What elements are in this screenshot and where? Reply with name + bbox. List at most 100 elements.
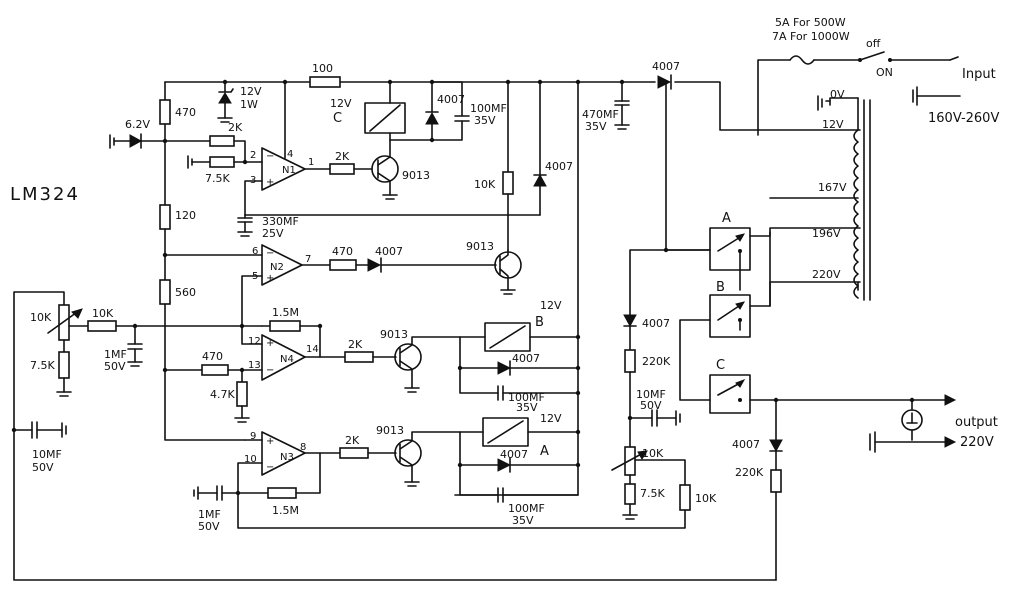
svg-text:35V: 35V: [516, 401, 538, 414]
svg-text:12V: 12V: [540, 412, 562, 425]
svg-text:1W: 1W: [240, 98, 258, 111]
svg-text:+: +: [266, 177, 274, 188]
cap-470mf: 470MF 35V: [582, 81, 630, 133]
svg-text:50V: 50V: [640, 399, 662, 412]
svg-text:196V: 196V: [812, 227, 841, 240]
svg-text:50V: 50V: [104, 360, 126, 373]
svg-text:+: +: [266, 338, 274, 349]
svg-text:220V: 220V: [812, 268, 841, 281]
svg-text:35V: 35V: [474, 114, 496, 127]
svg-text:100MF: 100MF: [508, 391, 545, 404]
svg-text:10K: 10K: [642, 447, 664, 460]
svg-text:50V: 50V: [198, 520, 220, 533]
svg-text:100: 100: [312, 62, 333, 75]
svg-text:14: 14: [306, 344, 319, 355]
svg-text:1MF: 1MF: [104, 348, 127, 361]
zener-6v2: 6.2V: [109, 118, 166, 149]
top-rail: [164, 81, 861, 131]
svg-text:7: 7: [305, 254, 311, 265]
transistor-n4: 9013: [380, 328, 461, 393]
svg-text:10K: 10K: [695, 492, 717, 505]
svg-text:100MF: 100MF: [508, 502, 545, 515]
chip-title: LM324: [10, 184, 80, 205]
svg-text:9013: 9013: [380, 328, 408, 341]
svg-text:220K: 220K: [735, 466, 764, 479]
svg-text:12V: 12V: [540, 299, 562, 312]
opamp-n4: N4 + − 12 13 14 1.5M 470 4.7K 2K: [164, 306, 397, 423]
svg-text:10MF: 10MF: [636, 388, 666, 401]
svg-text:220K: 220K: [642, 355, 671, 368]
svg-text:4: 4: [287, 149, 293, 160]
svg-text:470: 470: [175, 106, 196, 119]
svg-text:off: off: [866, 37, 881, 50]
relay-b-coil: 12V B 4007 100MF 35V: [459, 299, 579, 414]
svg-text:N4: N4: [280, 354, 294, 365]
relay-c-coil: 12V C 4007 100MF 35V: [330, 81, 507, 141]
svg-text:4007: 4007: [437, 93, 465, 106]
relay-switch-a: A: [665, 81, 861, 291]
svg-text:A: A: [540, 444, 549, 459]
svg-text:A: A: [722, 211, 731, 226]
svg-text:N1: N1: [282, 165, 296, 176]
svg-text:+: +: [266, 436, 274, 447]
relay-switch-b: B: [679, 280, 861, 401]
sense-network: 10K 10K 7.5K 1MF 50V: [13, 291, 263, 431]
svg-text:1.5M: 1.5M: [272, 504, 299, 517]
svg-text:35V: 35V: [512, 514, 534, 527]
zener-12v: 12V 1W: [217, 81, 262, 123]
svg-text:1: 1: [308, 157, 314, 168]
left-rail: 470 120 560: [159, 81, 246, 441]
r10k-n2-network: 10K 4007: [474, 81, 573, 251]
svg-text:9: 9: [250, 431, 256, 442]
transistor-relay-c: 2K 9013: [329, 139, 430, 200]
svg-text:470: 470: [332, 245, 353, 258]
svg-text:100MF: 100MF: [470, 102, 507, 115]
cap-10mf: 10MF 50V: [13, 421, 777, 581]
svg-text:9013: 9013: [466, 240, 494, 253]
svg-text:4007: 4007: [500, 448, 528, 461]
svg-text:4007: 4007: [545, 160, 573, 173]
diode-4007-input: 4007: [652, 60, 680, 90]
svg-text:2K: 2K: [345, 434, 360, 447]
svg-text:1.5M: 1.5M: [272, 306, 299, 319]
opamp-n3: N3 + − 9 10 8 1.5M 1MF 50V 2K: [193, 431, 686, 533]
svg-text:4007: 4007: [512, 352, 540, 365]
junction-dots: [11, 79, 915, 496]
svg-text:−: −: [266, 248, 274, 259]
svg-text:Input: Input: [962, 67, 996, 82]
svg-text:7.5K: 7.5K: [30, 359, 55, 372]
svg-text:−: −: [266, 462, 274, 473]
svg-text:C: C: [716, 358, 725, 373]
svg-text:330MF: 330MF: [262, 215, 299, 228]
svg-text:10K: 10K: [474, 178, 496, 191]
svg-text:10K: 10K: [30, 311, 52, 324]
svg-text:output: output: [955, 415, 998, 430]
resistor-100: 100: [309, 62, 341, 88]
output-feedback: 4007 220K: [732, 399, 783, 581]
svg-text:12: 12: [248, 336, 261, 347]
cap-330mf: 330MF 25V: [237, 214, 541, 240]
svg-text:0V: 0V: [830, 88, 845, 101]
middle-sense-chain: 4007 220K 10MF 50V 10K 10K 7.5K: [611, 249, 717, 520]
svg-text:7.5K: 7.5K: [640, 487, 665, 500]
svg-text:4007: 4007: [732, 438, 760, 451]
svg-text:4007: 4007: [652, 60, 680, 73]
svg-text:10: 10: [244, 454, 257, 465]
transistor-n2: 9013: [466, 240, 522, 295]
svg-text:4007: 4007: [642, 317, 670, 330]
svg-text:B: B: [535, 315, 544, 330]
svg-text:1MF: 1MF: [198, 508, 221, 521]
svg-text:220V: 220V: [960, 435, 994, 450]
svg-text:6.2V: 6.2V: [125, 118, 150, 131]
relay-switch-c: C: [709, 231, 957, 414]
svg-text:470: 470: [202, 350, 223, 363]
svg-text:9013: 9013: [376, 424, 404, 437]
svg-text:4.7K: 4.7K: [210, 388, 235, 401]
svg-text:B: B: [716, 280, 725, 295]
relay-a-coil: 12V A 4007 100MF 35V: [459, 412, 579, 527]
opamp-n1: N1 − + 2 3 4 1 2K 7.5K: [164, 81, 331, 216]
svg-text:2K: 2K: [335, 150, 350, 163]
transistor-n3: 9013: [376, 424, 461, 487]
